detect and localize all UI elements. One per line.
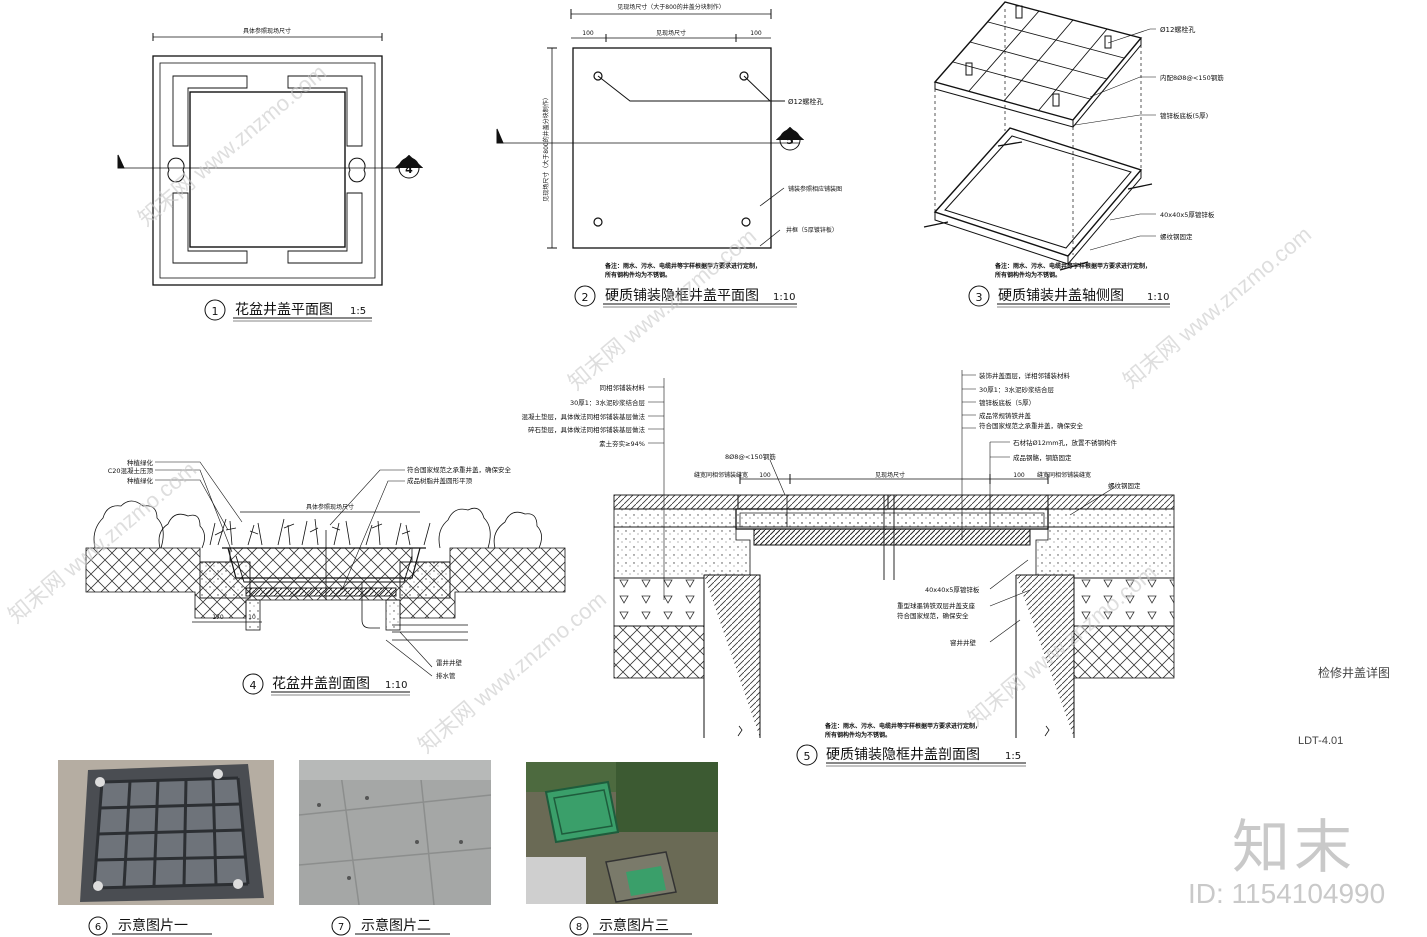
v1-scale: 1:5 [350, 306, 366, 317]
v5-note-2: 所有钢构件均为不锈钢。 [825, 731, 891, 739]
v2-section-ref: 5 [786, 134, 794, 147]
v5-title: 硬质铺装隐框井盖剖面图 [826, 747, 980, 763]
v4-number: 4 [250, 679, 257, 692]
v5-dim-100b: 100 [1013, 472, 1025, 479]
v5-label-wall: 窨井井壁 [950, 638, 977, 647]
v3-note-2: 所有钢构件均为不锈钢。 [995, 271, 1061, 279]
view-2-plan [496, 9, 805, 308]
v5-label-support-1: 重型球墨铸铁双层井盖支座 [897, 601, 976, 610]
photo-captions [88, 916, 692, 936]
v5-label-angle: 40x40x5厚镀锌板 [925, 585, 980, 594]
v3-note-1: 备注：雨水、污水、电缆井等字样根据甲方要求进行定制， [994, 262, 1151, 270]
v4-label-left-2: C20混凝土压顶 [108, 466, 154, 475]
v3-label-rebar: 内配8Ø8@<150钢筋 [1160, 73, 1224, 82]
v3-label-plate: 镀锌板底板(5厚) [1160, 111, 1208, 120]
v8-number: 8 [576, 922, 582, 933]
v5-label-right-4: 成品常规铸铁井盖 [979, 411, 1032, 420]
v7-title: 示意图片二 [361, 917, 431, 934]
photo-2-paving [299, 760, 491, 905]
v5-label-support-2: 符合国家规范，确保安全 [897, 611, 969, 620]
v5-number: 5 [804, 750, 811, 763]
v5-label-right-3: 镀锌板底板（5厚） [979, 398, 1035, 407]
v4-label-left-3: 种植绿化 [127, 476, 154, 485]
v4-label-right-2: 成品树脂井盖圆形平顶 [407, 476, 473, 485]
v2-label-paving: 铺装参照相应铺装图 [788, 185, 842, 193]
v1-number: 1 [212, 305, 219, 318]
v5-label-left-5: 素土夯实≥94% [599, 439, 645, 448]
v2-number: 2 [582, 291, 589, 304]
v2-label-frame: 井框（5厚镀锌板） [786, 226, 838, 234]
v2-dim-mid: 见现场尺寸 [656, 29, 686, 37]
v2-label-bolt: Ø12螺栓孔 [788, 97, 823, 106]
v4-dim-top: 具体参照现场尺寸 [306, 503, 354, 511]
v5-label-right-1: 装饰井盖面层，详相邻铺装材料 [979, 371, 1071, 380]
v4-title: 花盆井盖剖面图 [272, 676, 370, 692]
v5-label-left-3: 混凝土垫层，具体做法同相邻铺装基层做法 [522, 412, 646, 421]
v5-label-gap-left: 缝宽同相邻铺装缝宽 [694, 471, 748, 479]
v5-scale: 1:5 [1005, 751, 1021, 762]
v5-label-right-2: 30厚1：3水泥砂浆结合层 [979, 385, 1055, 394]
view-4-section [85, 461, 566, 696]
v3-label-bolt: Ø12螺栓孔 [1160, 25, 1195, 34]
v4-label-bottom-1: 雷井井壁 [436, 658, 463, 667]
v1-title: 花盆井盖平面图 [235, 302, 333, 318]
v4-scale: 1:10 [385, 680, 407, 691]
v3-title: 硬质铺装井盖轴侧图 [998, 288, 1124, 304]
v4-dim-a: 170 [212, 614, 224, 621]
v5-note-1: 备注：雨水、污水、电缆井等字样根据甲方要求进行定制， [824, 722, 981, 730]
v3-number: 3 [976, 291, 983, 304]
v3-label-angle: 40x40x5厚镀锌板 [1160, 210, 1215, 219]
v4-label-bottom-2: 排水管 [436, 671, 456, 680]
photo-1-grid-cover [58, 760, 274, 905]
v6-title: 示意图片一 [118, 917, 188, 934]
v2-dim-right: 100 [750, 30, 762, 37]
v2-note-1: 备注：雨水、污水、电缆井等字样根据甲方要求进行定制， [604, 262, 761, 270]
v3-scale: 1:10 [1147, 292, 1169, 303]
v5-label-right-6: 石材钻Ø12mm孔，放置不锈钢构件 [1013, 438, 1118, 447]
v2-note-2: 所有钢构件均为不锈钢。 [605, 271, 671, 279]
v1-dim-top: 具体参照现场尺寸 [243, 27, 291, 35]
v2-dim-side: 见现场尺寸（大于800的井盖分块制作） [542, 94, 550, 201]
v7-number: 7 [338, 922, 344, 933]
v5-label-gap-right: 缝宽同相邻铺装缝宽 [1037, 471, 1091, 479]
v5-label-fix: 螺纹钢固定 [1108, 481, 1141, 490]
drawing-number: LDT-4.01 [1298, 735, 1344, 747]
v5-dim-100a: 100 [759, 472, 771, 479]
v8-title: 示意图片三 [599, 917, 669, 934]
v5-label-right-7: 成品钢骼，钢筋固定 [1013, 453, 1072, 462]
photo-3-planter [526, 762, 718, 904]
v5-label-rebar: 8Ø8@<150钢筋 [725, 452, 776, 461]
v2-dim-top: 见现场尺寸（大于800的井盖分块制作） [617, 3, 724, 11]
v1-section-ref: 4 [405, 163, 413, 176]
v6-number: 6 [95, 922, 101, 933]
v4-dim-b: 10 [248, 614, 256, 621]
v5-label-left-4: 碎石垫层，具体做法同相邻铺装基层做法 [528, 425, 646, 434]
v5-label-right-5: 符合国家规范之承重井盖，确保安全 [979, 421, 1084, 430]
v2-dim-left: 100 [582, 30, 594, 37]
v4-label-right-1: 符合国家规范之承重井盖，确保安全 [407, 465, 512, 474]
v2-scale: 1:10 [773, 292, 795, 303]
sheet-title: 检修井盖详图 [1318, 666, 1391, 680]
view-5-section [613, 370, 1175, 767]
image-id: ID: 1154104990 [1188, 878, 1386, 909]
v5-label-left-2: 30厚1：3水泥砂浆结合层 [570, 398, 646, 407]
v4-label-left-1: 种植绿化 [127, 458, 154, 467]
v2-title: 硬质铺装隐框井盖平面图 [605, 288, 759, 304]
v5-dim-mid: 见现场尺寸 [875, 471, 905, 479]
view-3-axonometric [923, 1, 1170, 308]
v3-label-fix: 螺纹钢固定 [1160, 232, 1193, 241]
v5-label-left-1: 同相邻铺装材料 [600, 383, 646, 392]
brand-logo: 知末 [1232, 815, 1357, 880]
view-1-plan [117, 33, 424, 322]
